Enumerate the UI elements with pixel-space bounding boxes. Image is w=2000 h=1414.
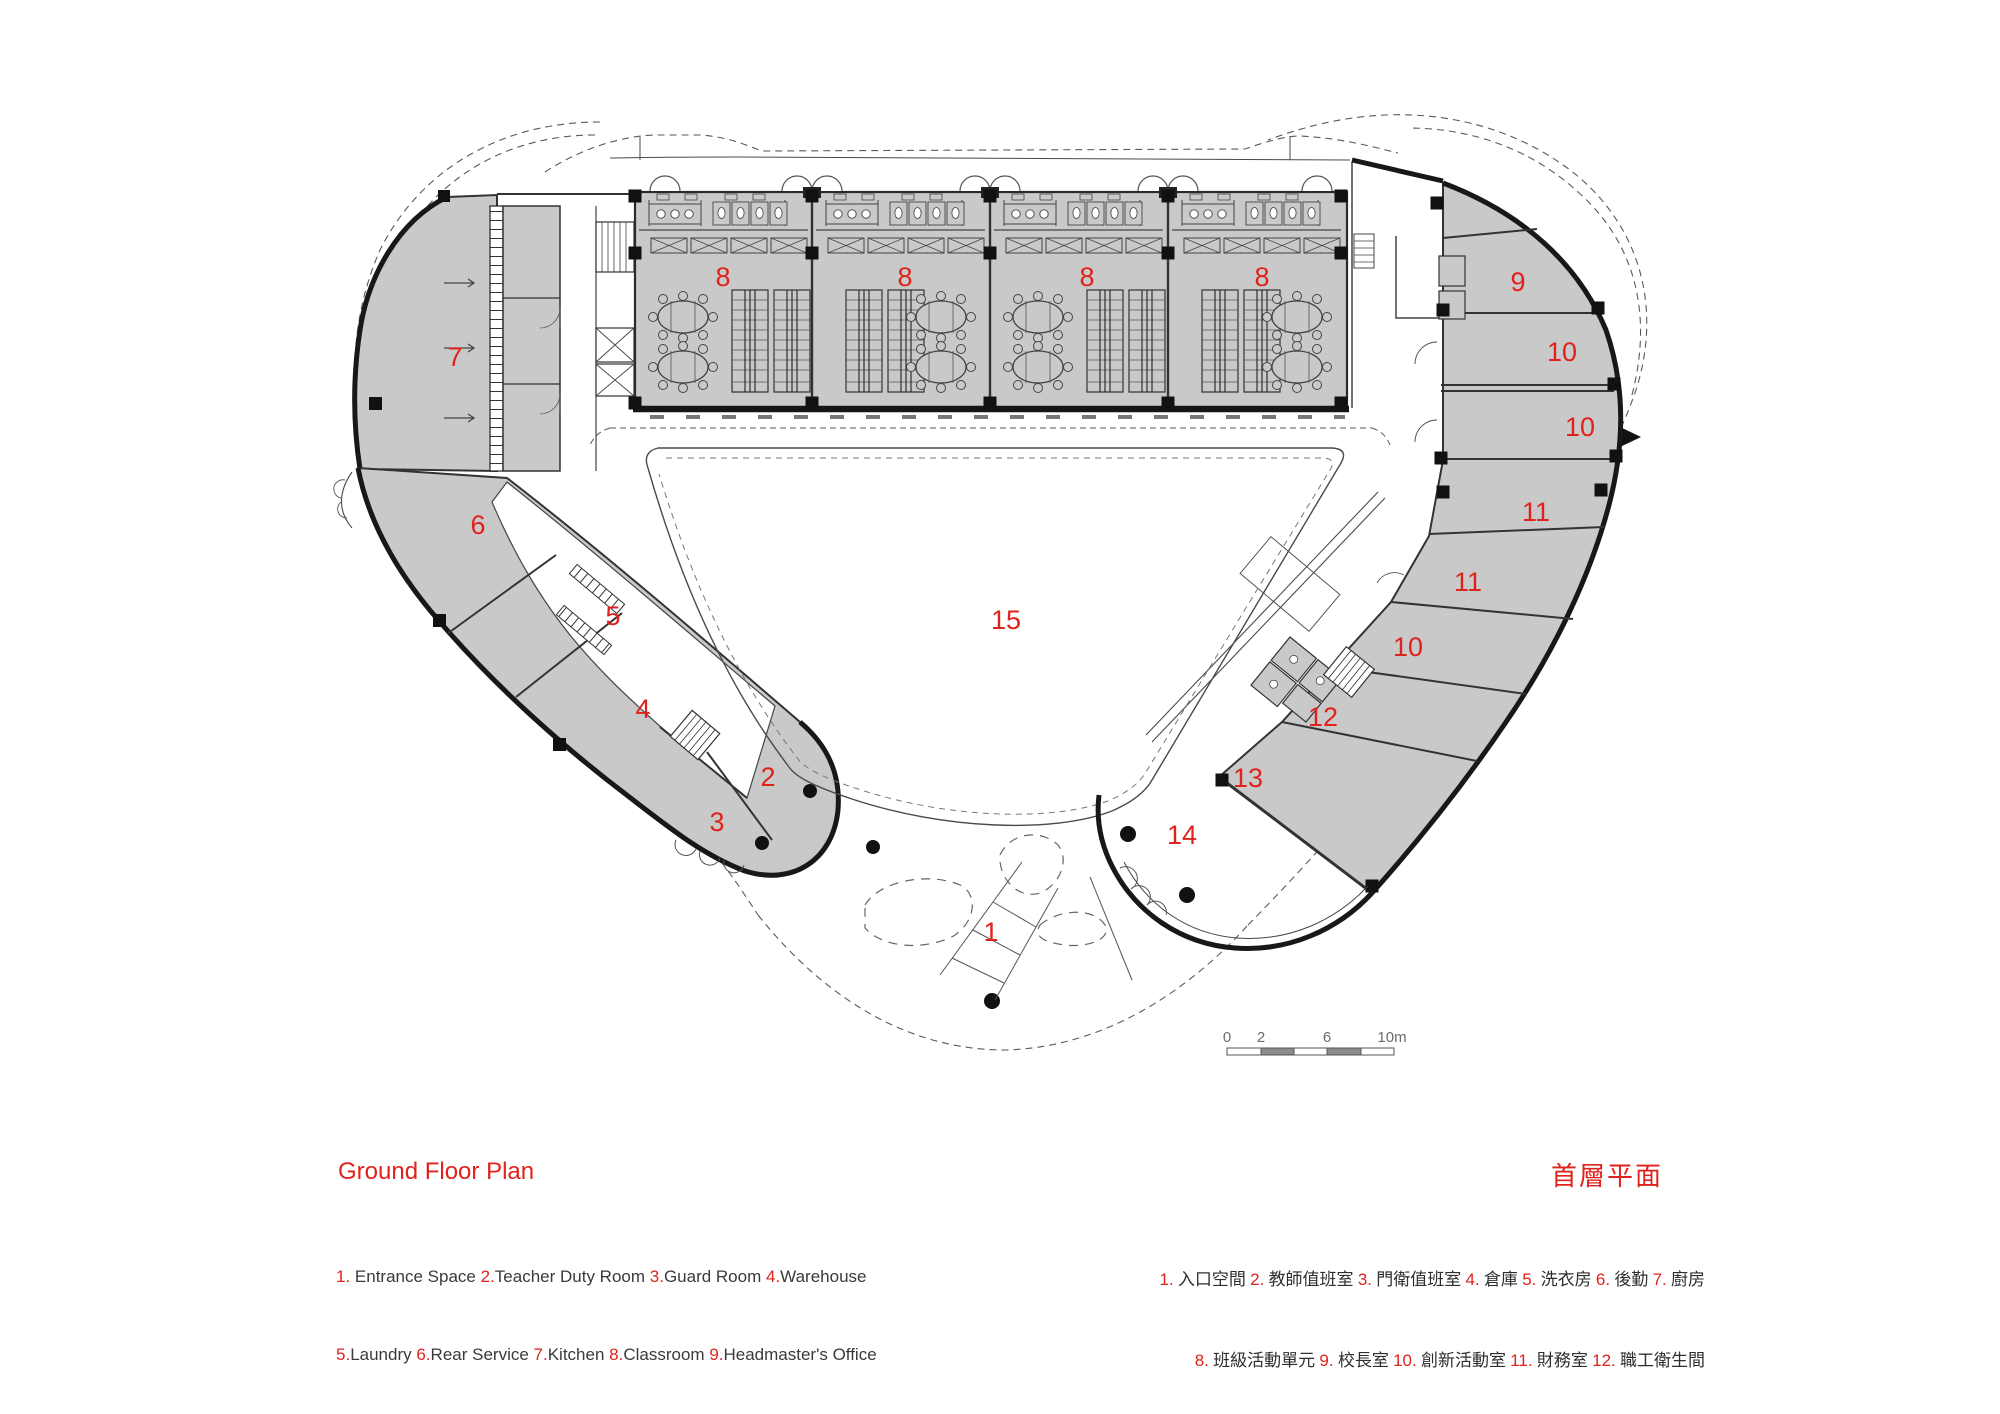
room-label-13: 13	[1233, 763, 1263, 793]
room-label-8c: 8	[1079, 262, 1094, 292]
room-label-1: 1	[983, 917, 998, 947]
room-label-3: 3	[709, 807, 724, 837]
west-service-wing	[355, 466, 841, 878]
room-label-7: 7	[447, 342, 462, 372]
legend-english: 1. Entrance Space 2.Teacher Duty Room 3.…	[336, 1212, 877, 1414]
scale-tick-2: 2	[1257, 1029, 1265, 1046]
legend-chinese: 1. 入口空間 2. 教師值班室 3. 門衛值班室 4. 倉庫 5. 洗衣房 6…	[1159, 1212, 1705, 1414]
classroom-bar	[589, 175, 1391, 446]
kitchen-block	[333, 190, 635, 529]
room-label-15: 15	[991, 605, 1021, 635]
room-label-14: 14	[1167, 820, 1197, 850]
room-label-12: 12	[1308, 702, 1338, 732]
room-label-11a: 11	[1522, 497, 1550, 527]
sheet-title-chinese: 首層平面	[1550, 1162, 1663, 1191]
legend-en-line-2: 5.Laundry 6.Rear Service 7.Kitchen 8.Cla…	[336, 1345, 877, 1364]
room-label-10a: 10	[1547, 337, 1577, 367]
room-label-9: 9	[1510, 267, 1525, 297]
legend-en-line-1: 1. Entrance Space 2.Teacher Duty Room 3.…	[336, 1267, 867, 1286]
entrance-hall-and-plaza	[864, 794, 1374, 1009]
room-label-8b: 8	[897, 262, 912, 292]
scale-tick-10m: 10m	[1377, 1029, 1406, 1046]
sheet-title-english: Ground Floor Plan	[338, 1158, 535, 1185]
room-label-4: 4	[635, 694, 650, 724]
entrance-direction-marker	[1620, 427, 1641, 447]
legend-cn-line-2: 8. 班級活動單元 9. 校長室 10. 創新活動室 11. 財務室 12. 職…	[1194, 1351, 1705, 1370]
room-label-8a: 8	[715, 262, 730, 292]
room-label-5: 5	[605, 601, 620, 631]
room-number-labels: 7 8 8 8 8 9 10 10 11 11 10 12 13 14 15 6…	[447, 262, 1595, 947]
scale-tick-0: 0	[1223, 1029, 1231, 1046]
room-label-11b: 11	[1454, 567, 1482, 597]
east-connector	[1351, 157, 1444, 408]
room-label-8d: 8	[1254, 262, 1269, 292]
east-office-wing	[1145, 180, 1624, 895]
room-label-6: 6	[470, 510, 485, 540]
site-boundary-solid-lines	[609, 136, 1351, 161]
scale-bar: 0 2 6 10m	[1223, 1029, 1407, 1056]
scale-tick-6: 6	[1323, 1029, 1331, 1046]
legend-cn-line-1: 1. 入口空間 2. 教師值班室 3. 門衛值班室 4. 倉庫 5. 洗衣房 6…	[1159, 1270, 1705, 1289]
room-label-2: 2	[760, 762, 775, 792]
room-label-10b: 10	[1565, 412, 1595, 442]
room-label-10c: 10	[1393, 632, 1423, 662]
courtyard-outline	[645, 447, 1345, 827]
